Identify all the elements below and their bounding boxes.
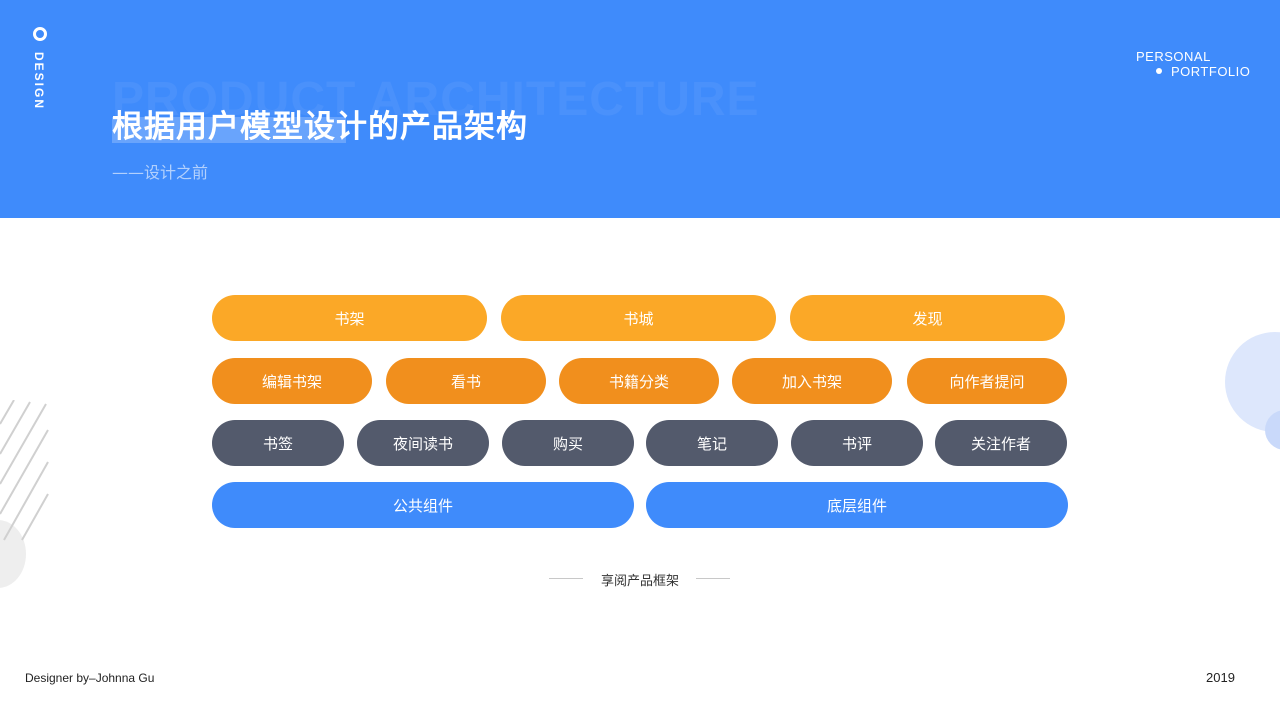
- decorative-circle-small: [1265, 410, 1280, 450]
- feature-read-book: 看书: [386, 358, 546, 404]
- feature-ask-author: 向作者提问: [907, 358, 1067, 404]
- side-design-label: DESIGN: [32, 52, 46, 111]
- layer-common-components: 公共组件: [212, 482, 634, 528]
- feature-purchase: 购买: [502, 420, 634, 466]
- layer-base-components: 底层组件: [646, 482, 1068, 528]
- designer-credit: Designer by–Johnna Gu: [25, 671, 155, 685]
- bullet-dot-icon: [1156, 68, 1162, 74]
- decorative-stripes-icon: [0, 400, 49, 541]
- portfolio-label: PORTFOLIO: [1171, 64, 1251, 79]
- caption-divider-left: [549, 578, 583, 579]
- module-bookshelf: 书架: [212, 295, 487, 341]
- feature-follow-author: 关注作者: [935, 420, 1067, 466]
- module-discover: 发现: [790, 295, 1065, 341]
- caption-divider-right: [696, 578, 730, 579]
- background-watermark-text: PRODUCT ARCHITECTURE: [112, 73, 760, 126]
- feature-notes: 笔记: [646, 420, 778, 466]
- diagram-caption: 享阅产品框架: [600, 574, 679, 589]
- ring-icon: [33, 27, 47, 41]
- feature-edit-bookshelf: 编辑书架: [212, 358, 372, 404]
- header-banner: DESIGN PRODUCT ARCHITECTURE 根据用户模型设计的产品架…: [0, 0, 1280, 218]
- feature-book-categories: 书籍分类: [559, 358, 719, 404]
- year-label: 2019: [1206, 670, 1235, 685]
- feature-reviews: 书评: [791, 420, 923, 466]
- feature-bookmark: 书签: [212, 420, 344, 466]
- page-title: 根据用户模型设计的产品架构: [112, 109, 528, 145]
- module-bookstore: 书城: [501, 295, 776, 341]
- personal-label: PERSONAL: [1136, 49, 1211, 64]
- feature-add-to-shelf: 加入书架: [732, 358, 892, 404]
- feature-night-reading: 夜间读书: [357, 420, 489, 466]
- page-subtitle: ——设计之前: [112, 163, 209, 182]
- title-highlight: [112, 117, 346, 143]
